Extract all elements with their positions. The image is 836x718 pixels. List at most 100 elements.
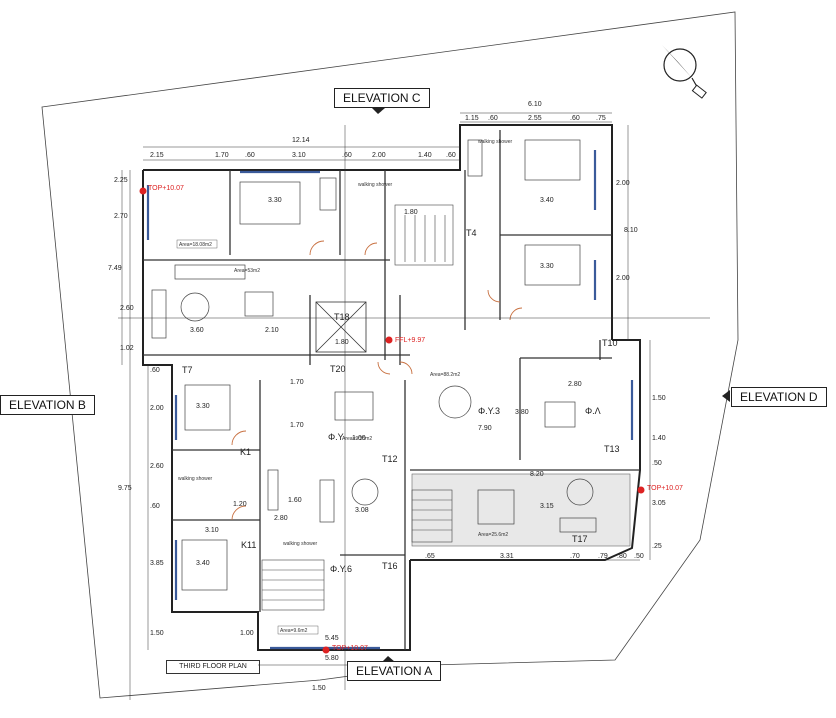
- area-label-1: Area=18.08m2: [179, 242, 212, 248]
- dim-right-3: 2.55: [528, 115, 542, 122]
- level-marker-dot-2: [385, 336, 393, 344]
- room-code-fy: Φ.Υ: [328, 432, 344, 442]
- room-code-t18: T18: [334, 312, 350, 322]
- room-dim-9: 2.80: [568, 381, 582, 388]
- sofa-1: [174, 264, 246, 280]
- bed-4: [184, 384, 231, 431]
- round-table-3: [566, 478, 594, 506]
- elevation-b-label: ELEVATION B: [0, 395, 95, 415]
- dim-bottom-6: .50: [634, 553, 644, 560]
- dim-left-2: 2.70: [114, 213, 128, 220]
- dim-right-d: 1.50: [652, 395, 666, 402]
- room-code-t10: T10: [602, 338, 618, 348]
- room-dim-6: 3.30: [196, 403, 210, 410]
- coffee-table-1: [180, 292, 210, 322]
- elevation-c-label: ELEVATION C: [334, 88, 430, 108]
- dim-right-e: 1.40: [652, 435, 666, 442]
- level-marker-bottom: TOP+10.07: [332, 645, 368, 652]
- room-dim-21: 1.60: [352, 435, 366, 442]
- bed-3: [524, 244, 581, 286]
- dim-top-1: 2.15: [150, 152, 164, 159]
- dim-left-11: 3.85: [150, 560, 164, 567]
- room-dim-7: 1.70: [290, 379, 304, 386]
- room-dim-17: 1.20: [233, 501, 247, 508]
- room-code-k11: K11: [241, 540, 256, 550]
- dim-bottom-5: .80: [617, 553, 627, 560]
- dim-right-4: .60: [570, 115, 580, 122]
- area-label-2: Area=53m2: [234, 268, 260, 274]
- room-code-k1: K1: [240, 447, 251, 457]
- room-dim-13: 3.15: [540, 503, 554, 510]
- dim-left-6: .60: [150, 367, 160, 374]
- room-code-t12: T12: [382, 454, 398, 464]
- dim-right-5: .75: [596, 115, 606, 122]
- dim-bottom-1: .65: [425, 553, 435, 560]
- sofa-2: [151, 289, 167, 339]
- dim-left-9: 9.75: [118, 485, 132, 492]
- dim-right-f: .50: [652, 460, 662, 467]
- level-marker-dot-1: [139, 187, 147, 195]
- room-dim-11: 7.90: [478, 425, 492, 432]
- outer-walls: [142, 124, 641, 651]
- plan-title: THIRD FLOOR PLAN: [166, 660, 260, 674]
- bath-1: [319, 177, 337, 211]
- dining-table-4: [477, 489, 515, 525]
- level-marker-right: TOP+10.07: [647, 485, 683, 492]
- dim-left-14: 1.50: [312, 685, 326, 692]
- room-dim-20: 1.80: [335, 339, 349, 346]
- dim-bottom-4: .79: [598, 553, 608, 560]
- room-code-t17: T17: [572, 534, 588, 544]
- area-label-5: Area=25.6m2: [478, 532, 508, 538]
- dim-left-8: 2.60: [150, 463, 164, 470]
- furniture: [151, 139, 597, 591]
- walk-in-shower-label-1: walking shower: [358, 182, 393, 188]
- dimension-lines: [121, 112, 651, 700]
- room-code-t16: T16: [382, 561, 398, 571]
- dim-left-1: 2.25: [114, 177, 128, 184]
- elevation-c-pointer: [372, 108, 385, 114]
- elevation-d-pointer: [722, 390, 730, 402]
- elevation-a-label: ELEVATION A: [347, 661, 442, 681]
- dim-right-1: 1.15: [465, 115, 479, 122]
- room-dim-15: 3.10: [205, 527, 219, 534]
- room-dim-14: 3.40: [196, 560, 210, 567]
- dim-right-a: 2.00: [616, 180, 630, 187]
- dim-right-c: 2.00: [616, 275, 630, 282]
- dining-table-2: [334, 391, 374, 421]
- room-dim-4: 3.60: [190, 327, 204, 334]
- interior-walls: [143, 130, 640, 650]
- bath-2: [467, 139, 483, 177]
- room-dim-2: 3.40: [540, 197, 554, 204]
- room-code-fy6: Φ.Υ.6: [330, 564, 352, 574]
- dim-left-4: 2.60: [120, 305, 134, 312]
- walk-in-shower-label-4: walking shower: [283, 541, 318, 547]
- room-dim-10: 3.80: [515, 409, 529, 416]
- round-table-1: [438, 385, 472, 419]
- dim-top-8: .60: [446, 152, 456, 159]
- dim-bottom-2: 3.31: [500, 553, 514, 560]
- room-dim-18: 1.60: [288, 497, 302, 504]
- bed-1: [239, 181, 301, 225]
- lift-shaft: [315, 301, 367, 353]
- room-code-t4: T4: [466, 228, 477, 238]
- room-dim-22: 1.80: [404, 209, 418, 216]
- room-dim-16: 8.20: [530, 471, 544, 478]
- bed-2: [524, 139, 581, 181]
- dim-left-3: 7.49: [108, 265, 122, 272]
- dining-table-1: [244, 291, 274, 317]
- dim-bottom-3: .70: [570, 553, 580, 560]
- door-swings: [231, 240, 523, 521]
- elevation-a-pointer: [382, 656, 395, 662]
- dim-right-2: .60: [488, 115, 498, 122]
- dim-top-5: .60: [342, 152, 352, 159]
- dim-top-2: 1.70: [215, 152, 229, 159]
- stair-core: [261, 204, 454, 611]
- area-label-4: Area=9.25m2: [342, 436, 372, 442]
- dining-table-3: [544, 401, 576, 428]
- level-marker-center: FFL+9.97: [395, 337, 425, 344]
- dim-right-overall: 6.10: [528, 101, 542, 108]
- dim-bottom-7: 5.45: [325, 635, 339, 642]
- section-axes: [118, 125, 710, 690]
- room-code-fl: Φ.Λ: [585, 406, 601, 416]
